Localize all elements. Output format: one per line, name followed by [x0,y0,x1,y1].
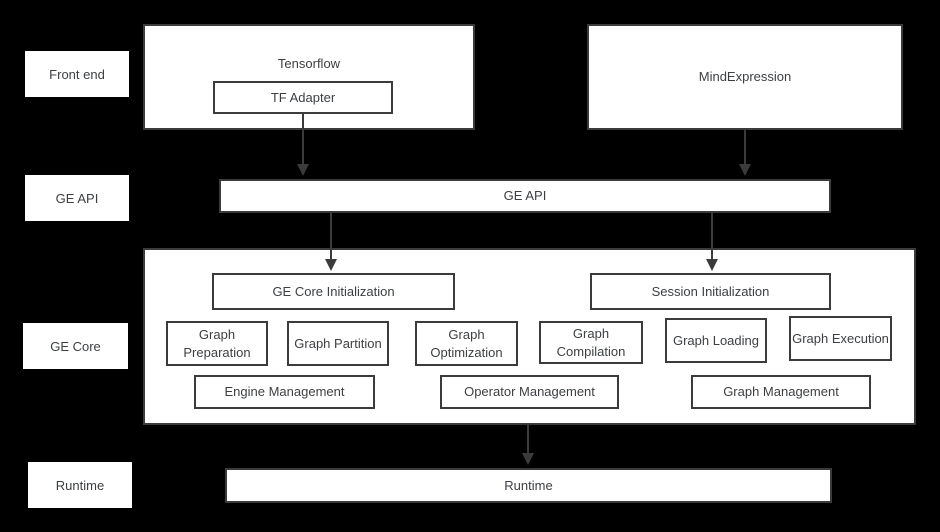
runtime-bar-label: Runtime [504,477,553,493]
layer-label-text: GE Core [50,338,101,354]
tensorflow-label: Tensorflow [277,56,341,71]
tf-adapter-box: TF Adapter [213,81,393,114]
operator-management-label: Operator Management [464,384,595,400]
graph-loading-box: Graph Loading [665,318,767,363]
graph-partition-label: Graph Partition [294,335,382,351]
engine-management-box: Engine Management [194,375,375,409]
arrow-ge-api-to-ge-core-initialization-icon [325,213,337,271]
graph-preparation-label: Graph Preparation [183,326,251,360]
layer-label-text: Front end [49,66,105,82]
graph-management-label: Graph Management [723,384,839,400]
graph-preparation-box: Graph Preparation [166,321,268,366]
layer-label-ge-core: GE Core [23,323,128,369]
layer-label-text: Runtime [55,477,105,493]
ge-core-initialization-label: GE Core Initialization [272,283,395,299]
graph-partition-box: Graph Partition [287,321,389,366]
layer-label-ge-api: GE API [25,175,129,221]
ge-api-bar-label: GE API [503,188,547,204]
runtime-bar: Runtime [225,468,832,503]
graph-compilation-box: Graph Compilation [539,321,643,364]
tensorflow-box: Tensorflow [143,24,475,130]
arrow-ge-core-to-runtime-icon [522,425,534,465]
graph-execution-label: Graph Execution [792,330,889,346]
graph-management-box: Graph Management [691,375,871,409]
arrow-mindexpression-to-ge-api-icon [739,130,751,176]
arrow-ge-api-to-session-initialization-icon [706,213,718,271]
tf-adapter-label: TF Adapter [270,89,336,105]
layer-label-runtime: Runtime [28,462,132,508]
arrow-tf-adapter-to-ge-api-icon [297,113,309,176]
layer-label-text: GE API [55,190,99,206]
session-initialization-box: Session Initialization [590,273,831,310]
mind-expression-label: MindExpression [698,69,792,85]
layer-label-front-end: Front end [25,51,129,97]
session-initialization-label: Session Initialization [651,283,770,299]
ge-core-initialization-box: GE Core Initialization [212,273,455,310]
graph-execution-box: Graph Execution [789,316,892,361]
graph-optimization-box: Graph Optimization [415,321,518,366]
mind-expression-box: MindExpression [587,24,903,130]
operator-management-box: Operator Management [440,375,619,409]
engine-management-label: Engine Management [224,384,345,400]
graph-optimization-label: Graph Optimization [430,326,503,360]
graph-compilation-label: Graph Compilation [556,325,626,359]
ge-api-bar: GE API [219,179,831,213]
graph-loading-label: Graph Loading [672,332,759,348]
